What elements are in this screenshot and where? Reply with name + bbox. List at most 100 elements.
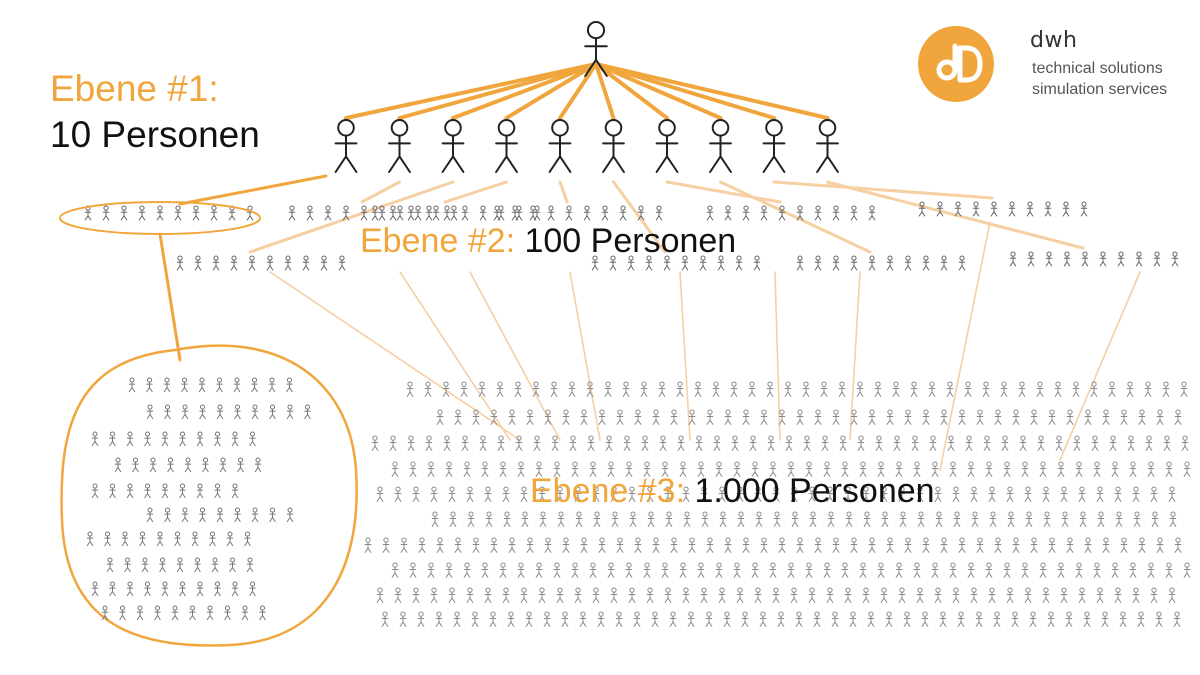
root-person-icon <box>584 21 608 77</box>
level3-person-icon <box>489 611 497 627</box>
level3-person-icon <box>813 611 821 627</box>
zoom-person-icon <box>216 404 224 420</box>
level3-person-icon <box>751 562 759 578</box>
level3-person-icon <box>1169 511 1177 527</box>
zoom-person-icon <box>249 581 256 597</box>
zoom-person-icon <box>164 404 171 420</box>
level3-person-icon <box>427 461 435 477</box>
level2-person-icon <box>1062 201 1070 217</box>
level3-person-icon <box>562 537 570 553</box>
zoom-person-icon <box>141 557 149 573</box>
level3-person-icon <box>1144 381 1152 397</box>
level3-person-icon <box>472 409 480 425</box>
level3-person-icon <box>893 435 901 451</box>
level2-person-icon <box>174 205 182 221</box>
level3-person-icon <box>1073 435 1081 451</box>
level1-person-icon <box>709 119 732 173</box>
level3-person-icon <box>1001 435 1009 451</box>
level3-person-icon <box>1132 486 1140 502</box>
level3-person-icon <box>913 461 921 477</box>
level3-person-icon <box>724 537 732 553</box>
level3-person-icon <box>823 562 831 578</box>
level3-person-icon <box>827 511 835 527</box>
zoom-person-icon <box>161 483 169 499</box>
level2-person-icon <box>742 205 750 221</box>
level3-person-icon <box>1097 511 1105 527</box>
level3-person-icon <box>808 486 816 502</box>
level3-person-icon <box>571 562 579 578</box>
level3-person-icon <box>442 381 450 397</box>
level3-person-icon <box>1137 611 1145 627</box>
level3-person-icon <box>556 587 564 603</box>
level2-person-icon <box>389 205 397 221</box>
zoom-person-icon <box>233 377 241 393</box>
level3-person-icon <box>970 486 978 502</box>
level2-person-icon <box>493 205 501 221</box>
level3-person-icon <box>490 409 498 425</box>
level3-person-icon <box>701 511 709 527</box>
zoom-person-icon <box>251 404 259 420</box>
level1-to-level2-line <box>612 180 667 254</box>
level3-person-icon <box>755 511 763 527</box>
level3-person-icon <box>922 537 930 553</box>
level2-person-icon <box>306 205 314 221</box>
level3-person-icon <box>952 486 960 502</box>
level3-person-icon <box>958 409 966 425</box>
level3-person-icon <box>507 611 515 627</box>
level3-person-icon <box>695 435 703 451</box>
level3-person-icon <box>737 511 745 527</box>
level3-person-icon <box>431 511 439 527</box>
level2-person-icon <box>1026 201 1034 217</box>
level3-person-icon <box>665 511 673 527</box>
level3-person-icon <box>1057 461 1065 477</box>
level3-person-icon <box>790 587 798 603</box>
level3-person-icon <box>526 409 534 425</box>
level3-person-icon <box>718 587 726 603</box>
zoom-person-icon <box>194 557 201 573</box>
level3-person-icon <box>409 562 417 578</box>
level3-person-icon <box>787 461 795 477</box>
level3-person-icon <box>1036 381 1044 397</box>
level3-person-icon <box>795 611 803 627</box>
level3-person-icon <box>760 537 768 553</box>
level3-person-icon <box>490 537 498 553</box>
level3-person-icon <box>838 381 846 397</box>
level2-person-icon <box>1153 251 1161 267</box>
level3-person-icon <box>967 461 975 477</box>
level3-person-icon <box>899 511 907 527</box>
level3-person-icon <box>1138 409 1146 425</box>
level3-person-icon <box>895 461 903 477</box>
level3-person-icon <box>1120 409 1128 425</box>
zoom-person-icon <box>146 404 154 420</box>
level3-person-icon <box>1048 537 1056 553</box>
level3-person-icon <box>1132 587 1140 603</box>
level3-person-icon <box>535 562 543 578</box>
level3-person-icon <box>1183 562 1191 578</box>
level3-person-icon <box>508 409 516 425</box>
level3-person-icon <box>988 587 996 603</box>
level3-person-icon <box>1039 461 1047 477</box>
level3-person-icon <box>1037 435 1045 451</box>
zoom-person-icon <box>126 431 134 447</box>
zoom-person-icon <box>304 404 311 420</box>
level3-person-icon <box>574 587 582 603</box>
level3-person-icon <box>939 611 947 627</box>
zoom-person-icon <box>149 457 157 473</box>
level3-person-icon <box>629 511 637 527</box>
level2-person-icon <box>936 201 944 217</box>
level2-person-icon <box>288 205 296 221</box>
level3-person-icon <box>832 537 840 553</box>
level3-person-icon <box>633 611 641 627</box>
level3-person-icon <box>514 381 522 397</box>
zoom-person-icon <box>241 605 249 621</box>
level3-person-icon <box>1072 381 1080 397</box>
level3-person-icon <box>484 587 492 603</box>
level3-person-icon <box>1079 511 1087 527</box>
level3-person-icon <box>580 537 588 553</box>
level3-person-icon <box>1150 486 1158 502</box>
level3-person-icon <box>574 486 582 502</box>
level3-person-icon <box>557 511 565 527</box>
level3-person-icon <box>1183 461 1191 477</box>
level2-person-icon <box>591 255 599 271</box>
level3-person-icon <box>994 537 1002 553</box>
